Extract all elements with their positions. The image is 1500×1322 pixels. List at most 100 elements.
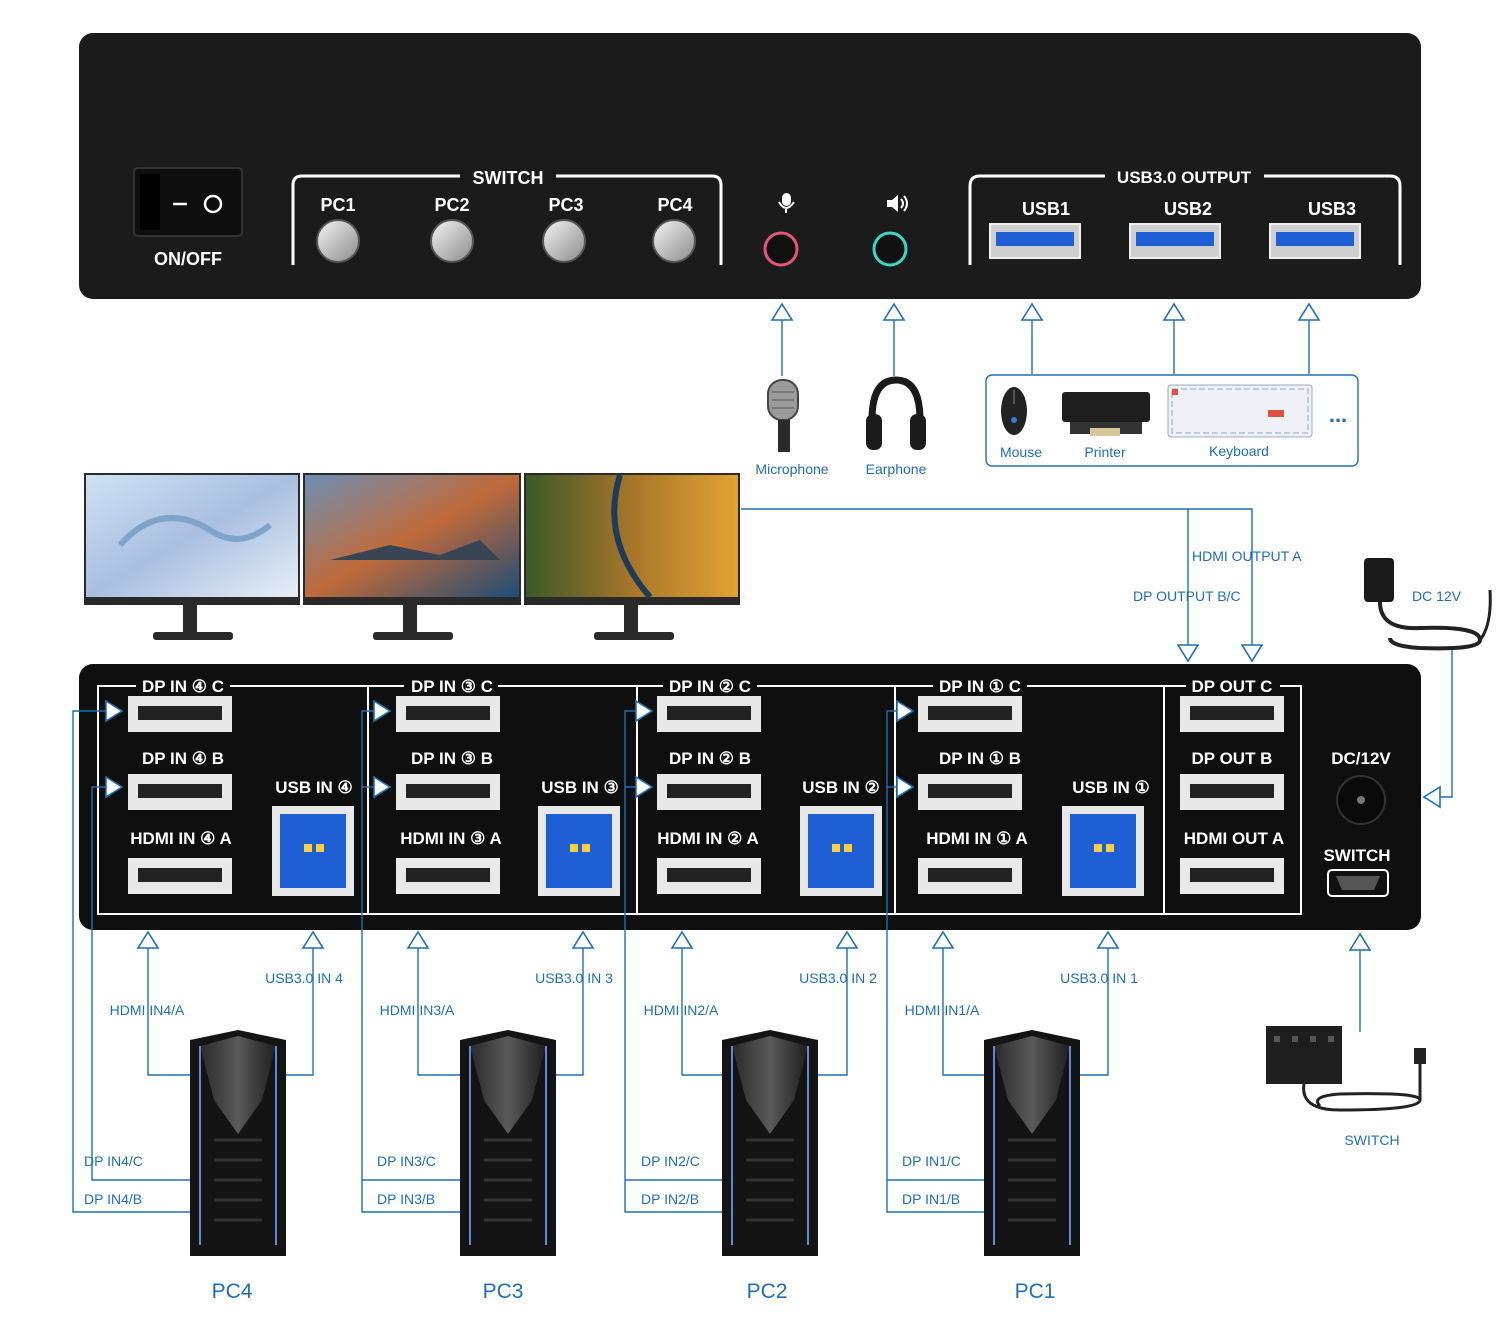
usb-in-1-port[interactable] bbox=[1062, 806, 1144, 896]
usb-output-bracket bbox=[968, 174, 1402, 265]
usb3-port[interactable] bbox=[1269, 223, 1361, 259]
hdmi-out-a-port[interactable] bbox=[1180, 858, 1284, 894]
switch-label-pc3: PC3 bbox=[548, 195, 583, 215]
dp-in2c-label: DP IN2/C bbox=[641, 1153, 700, 1169]
dp-in-2c-label: DP IN ② C bbox=[669, 677, 751, 696]
usb3-in-1-label: USB3.0 IN 1 bbox=[1060, 970, 1138, 986]
headphones-icon bbox=[866, 376, 926, 450]
speaker-icon bbox=[887, 195, 908, 212]
wired-switch-label: SWITCH bbox=[1344, 1132, 1399, 1148]
power-adapter-icon bbox=[1364, 558, 1492, 651]
hdmi-in1a-label: HDMI IN1/A bbox=[905, 1002, 980, 1018]
dp-in-3b-label: DP IN ③ B bbox=[411, 749, 493, 768]
switch-button-pc2[interactable] bbox=[430, 219, 474, 263]
hdmi-in-1a-label: HDMI IN ① A bbox=[926, 829, 1028, 848]
dp-in1c-label: DP IN1/C bbox=[902, 1153, 961, 1169]
dp-in-1b-port[interactable] bbox=[918, 774, 1022, 810]
more-peripherals-ellipsis: ... bbox=[1329, 402, 1347, 427]
usb-in-2-label: USB IN ② bbox=[802, 778, 880, 797]
hdmi-output-a-label: HDMI OUTPUT A bbox=[1192, 548, 1302, 564]
input-group-1: DP IN ① C DP IN ① B HDMI IN ① A USB IN ① bbox=[918, 676, 1150, 896]
usb3-in-4-label: USB3.0 IN 4 bbox=[265, 970, 343, 986]
usb3-label: USB3 bbox=[1308, 199, 1356, 219]
dp-in-1c-label: DP IN ① C bbox=[939, 677, 1021, 696]
mouse-label: Mouse bbox=[1000, 444, 1042, 460]
dp-in-4b-port[interactable] bbox=[128, 774, 232, 810]
switch-label-pc2: PC2 bbox=[434, 195, 469, 215]
pc3-tower-icon bbox=[460, 1030, 556, 1256]
usb-in-4-port[interactable] bbox=[272, 806, 354, 896]
wired-switch-icon bbox=[1266, 1026, 1426, 1112]
usb2-port[interactable] bbox=[1129, 223, 1221, 259]
output-group: DP OUT C DP OUT B HDMI OUT A bbox=[1180, 676, 1284, 894]
earphone-jack[interactable] bbox=[872, 231, 908, 267]
microphone-jack[interactable] bbox=[763, 231, 799, 267]
dp-in-3b-port[interactable] bbox=[396, 774, 500, 810]
switch-port[interactable] bbox=[1327, 869, 1389, 897]
pc-connection-lines bbox=[72, 710, 1372, 1213]
dp-out-c-port[interactable] bbox=[1180, 696, 1284, 732]
earphone-label: Earphone bbox=[866, 461, 927, 477]
monitor-3 bbox=[524, 473, 740, 640]
usb-in-2-port[interactable] bbox=[800, 806, 882, 896]
switch-button-pc1[interactable] bbox=[316, 219, 360, 263]
hdmi-in-3a-label: HDMI IN ③ A bbox=[400, 829, 502, 848]
dp-in-4c-port[interactable] bbox=[128, 696, 232, 732]
dp-out-c-label: DP OUT C bbox=[1192, 677, 1273, 696]
dp-in4c-label: DP IN4/C bbox=[84, 1153, 143, 1169]
pc4-tower-icon bbox=[190, 1030, 286, 1256]
switch-button-pc4[interactable] bbox=[652, 219, 696, 263]
input-group-3: DP IN ③ C DP IN ③ B HDMI IN ③ A USB IN ③ bbox=[396, 676, 620, 896]
keyboard-label: Keyboard bbox=[1209, 443, 1269, 459]
hdmi-in-2a-port[interactable] bbox=[657, 858, 761, 894]
switch-title: SWITCH bbox=[473, 168, 544, 188]
dp-out-b-port[interactable] bbox=[1180, 774, 1284, 810]
microphone-label: Microphone bbox=[755, 461, 828, 477]
dp-in-2c-port[interactable] bbox=[657, 696, 761, 732]
usb2-label: USB2 bbox=[1164, 199, 1212, 219]
monitor-1 bbox=[84, 473, 300, 640]
dp-in-2b-port[interactable] bbox=[657, 774, 761, 810]
power-switch[interactable] bbox=[133, 167, 243, 237]
dc-power-jack[interactable] bbox=[1336, 775, 1386, 825]
input-group-4: DP IN ④ C DP IN ④ B HDMI IN ④ A USB IN ④ bbox=[128, 676, 354, 896]
hdmi-in-4a-label: HDMI IN ④ A bbox=[130, 829, 232, 848]
dp-in4b-label: DP IN4/B bbox=[84, 1191, 142, 1207]
usb1-port[interactable] bbox=[989, 223, 1081, 259]
usb-in-3-port[interactable] bbox=[538, 806, 620, 896]
mouse-icon bbox=[1001, 387, 1027, 435]
monitor-output-lines bbox=[741, 508, 1264, 663]
dp-in-3c-label: DP IN ③ C bbox=[411, 677, 493, 696]
hdmi-in-4a-port[interactable] bbox=[128, 858, 232, 894]
hdmi-in-2a-label: HDMI IN ② A bbox=[657, 829, 759, 848]
usb-in-4-label: USB IN ④ bbox=[275, 778, 353, 797]
pc2-tower-icon bbox=[722, 1030, 818, 1256]
dp-in-1c-port[interactable] bbox=[918, 696, 1022, 732]
peripheral-connections bbox=[770, 302, 1321, 376]
printer-icon bbox=[1062, 392, 1150, 436]
dc-input-arrow bbox=[1422, 785, 1441, 809]
pc4-label: PC4 bbox=[212, 1280, 253, 1303]
dp-out-b-label: DP OUT B bbox=[1192, 749, 1273, 768]
usb3-in-3-label: USB3.0 IN 3 bbox=[535, 970, 613, 986]
usb1-label: USB1 bbox=[1022, 199, 1070, 219]
front-panel: ON/OFF SWITCH PC1 PC2 PC3 PC4 USB3.0 OUT… bbox=[79, 33, 1421, 299]
dp-in-3c-port[interactable] bbox=[396, 696, 500, 732]
switch-port-label: SWITCH bbox=[1323, 846, 1390, 865]
power-label: ON/OFF bbox=[154, 249, 222, 269]
usb3-in-2-label: USB3.0 IN 2 bbox=[799, 970, 877, 986]
input-group-2: DP IN ② C DP IN ② B HDMI IN ② A USB IN ② bbox=[657, 676, 882, 896]
switch-label-pc4: PC4 bbox=[657, 195, 692, 215]
switch-bracket bbox=[291, 174, 723, 265]
dp-in-1b-label: DP IN ① B bbox=[939, 749, 1021, 768]
dp-in-4c-label: DP IN ④ C bbox=[142, 677, 224, 696]
hdmi-in-3a-port[interactable] bbox=[396, 858, 500, 894]
dp-in1b-label: DP IN1/B bbox=[902, 1191, 960, 1207]
dp-in-2b-label: DP IN ② B bbox=[669, 749, 751, 768]
hdmi-in3a-label: HDMI IN3/A bbox=[380, 1002, 455, 1018]
switch-button-pc3[interactable] bbox=[542, 219, 586, 263]
pc1-label: PC1 bbox=[1015, 1280, 1056, 1303]
hdmi-in-1a-port[interactable] bbox=[918, 858, 1022, 894]
pc1-tower-icon bbox=[984, 1030, 1080, 1256]
